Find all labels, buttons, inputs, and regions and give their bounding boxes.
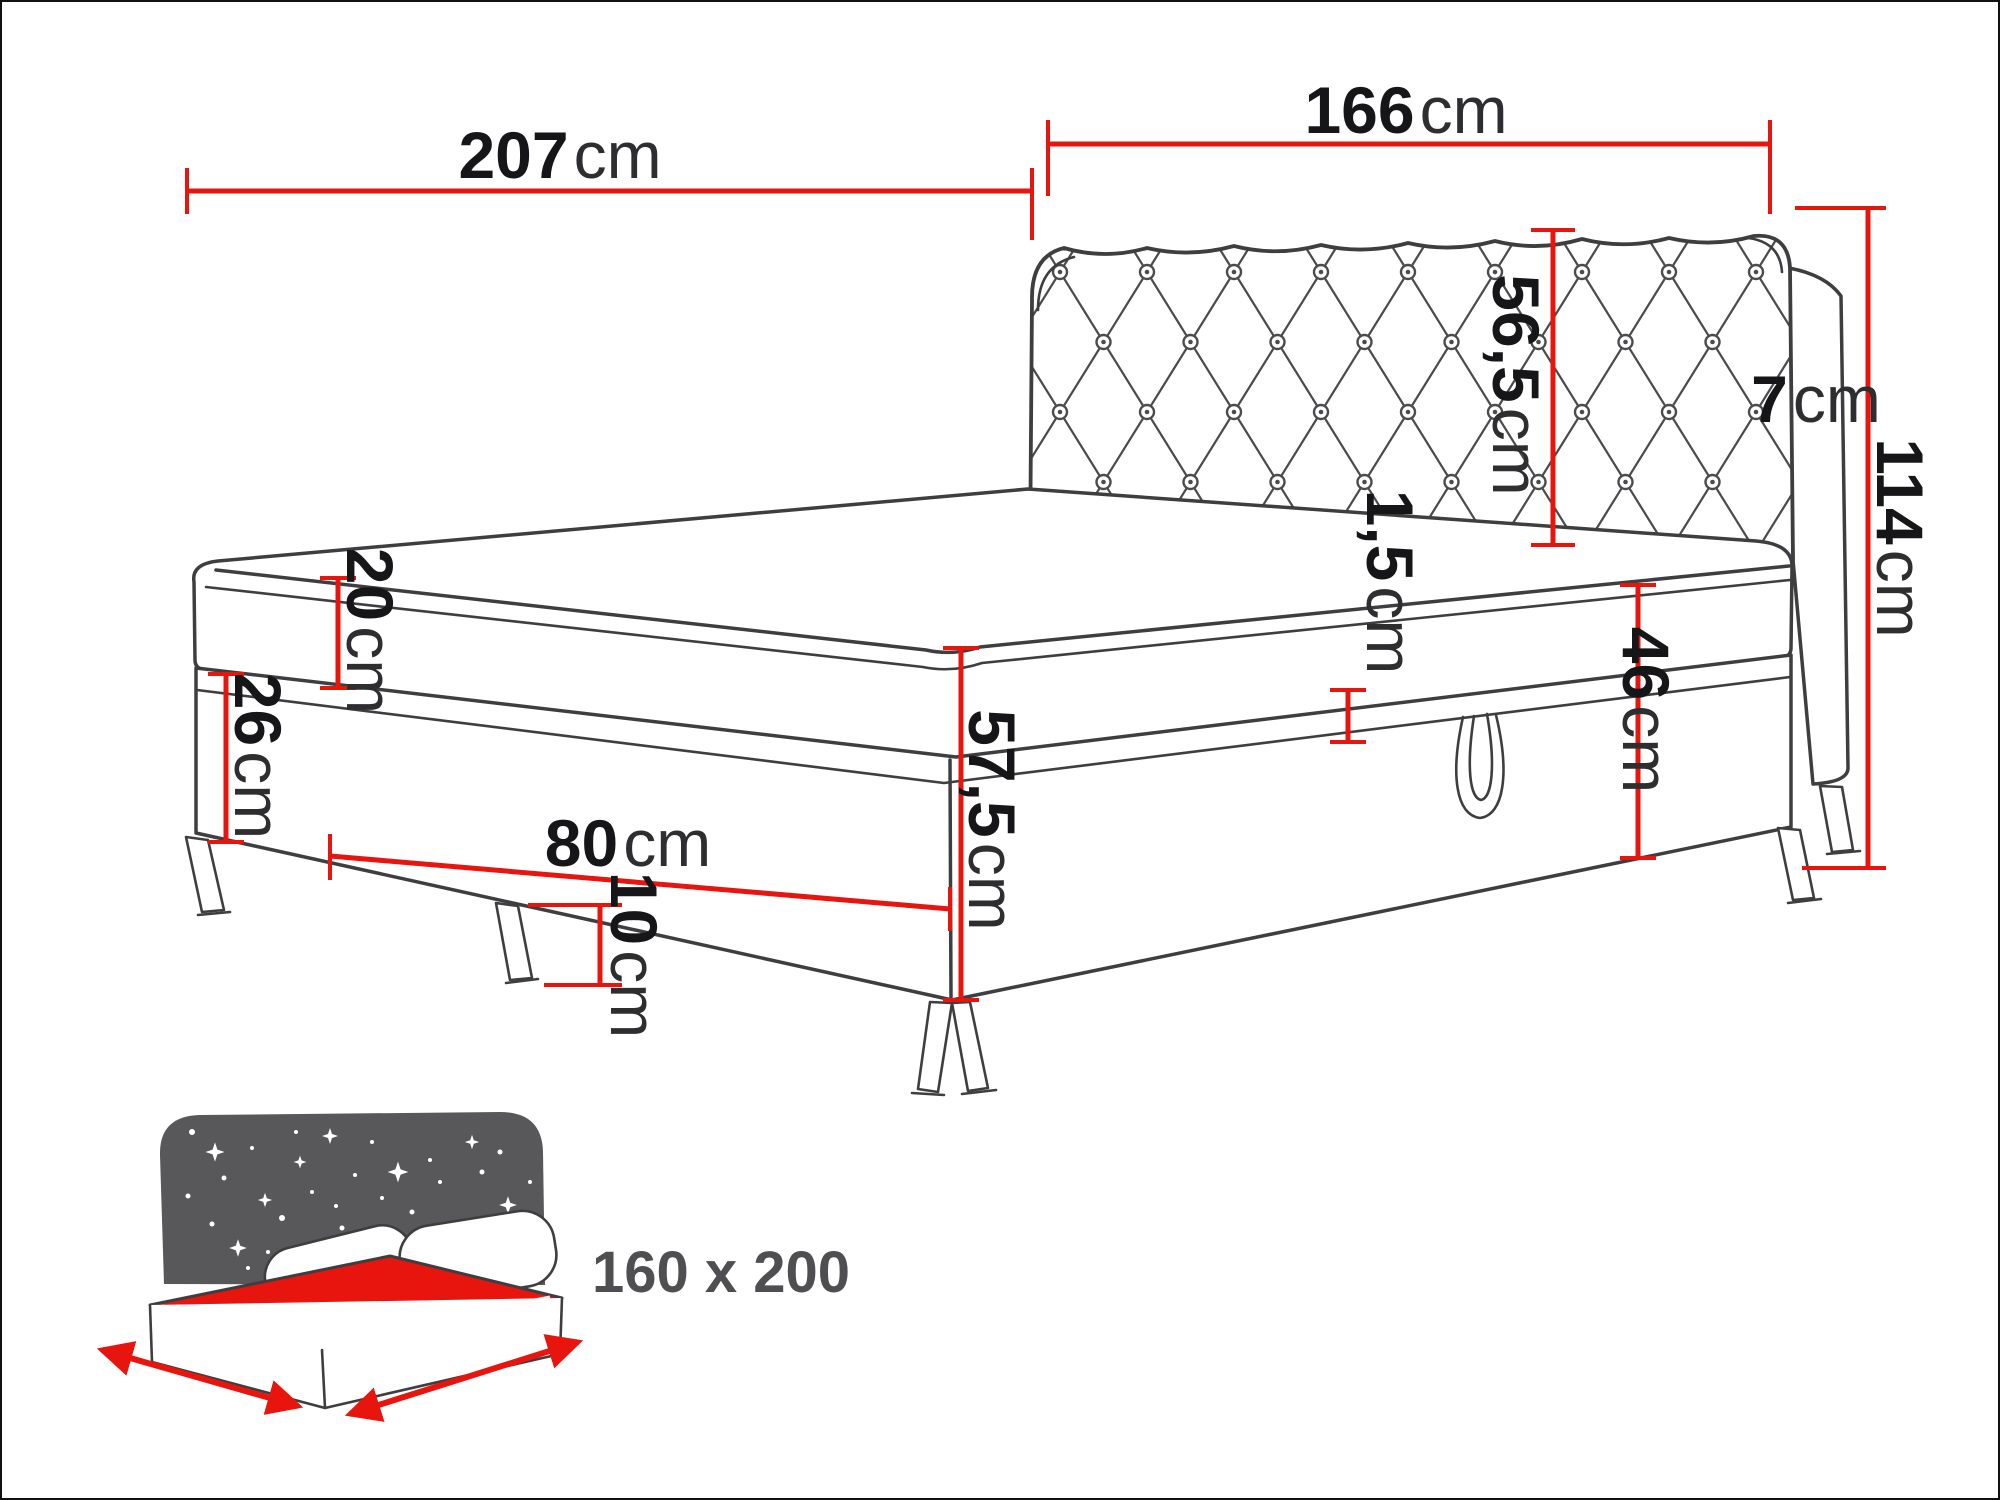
leg-back-right: [1818, 784, 1862, 856]
dimension-storage-width-label: 80cm: [545, 806, 711, 880]
dimension-length: 207cm: [185, 118, 1034, 240]
dimension-topper-height: 1,5cm: [1330, 490, 1427, 744]
dimension-front-height-label: 57,5cm: [955, 709, 1029, 930]
dimension-front-height: 57,5cm: [943, 646, 1029, 1002]
dimension-headboard-height-label: 56,5cm: [1479, 274, 1553, 495]
dimension-headboard-depth-label: 7cm: [1751, 362, 1881, 436]
headboard-roll-left: [1036, 255, 1076, 312]
bed-base: [194, 653, 1793, 1002]
dimension-headboard-height: 56,5cm: [1479, 228, 1575, 547]
dimension-mattress-height: 20cm: [320, 548, 407, 714]
dimension-leg-height-label: 10cm: [597, 872, 671, 1038]
size-label: 160 x 200: [592, 1240, 850, 1305]
dimension-total-height: 114cm: [1795, 206, 1937, 870]
headboard-side-panel: [1787, 266, 1850, 786]
leg-front-right: [1776, 826, 1823, 905]
icon-width-arrow: [96, 1341, 304, 1415]
bed-drawing: [184, 233, 1862, 1097]
dimension-leg-height: 10cm: [528, 872, 671, 1038]
mattress-front-edge: [214, 564, 1791, 655]
bed-legs: [184, 784, 1862, 1097]
dimension-mattress-height-label: 20cm: [333, 548, 407, 714]
headboard-roll-right: [1746, 236, 1784, 274]
base-top-rim: [195, 675, 1792, 785]
icon-base-corner: [320, 1348, 327, 1410]
dimension-base-left-height-label: 26cm: [221, 673, 295, 839]
storage-handle-loop: [1454, 712, 1505, 820]
dimension-storage-width: 80cm: [328, 806, 952, 931]
headboard: [1028, 233, 1795, 562]
icon-stars: [185, 1128, 532, 1270]
dimension-length-label: 207cm: [458, 118, 661, 192]
base-front-corner-edge: [948, 758, 953, 1000]
dimension-total-height-label: 114cm: [1863, 438, 1937, 637]
dimension-base-side-height-label: 46cm: [1609, 627, 1683, 793]
mattress-piping: [204, 578, 1792, 671]
dimension-base-side-height: 46cm: [1609, 583, 1683, 860]
icon-base: [148, 1296, 564, 1410]
dimension-base-left-height: 26cm: [208, 672, 295, 844]
leg-mid-left: [494, 901, 540, 985]
dimension-annotations: 207cm 166cm 114cm 7cm 56,5cm: [185, 73, 1937, 1038]
dimension-width: 166cm: [1046, 73, 1772, 214]
dimension-width-label: 166cm: [1304, 73, 1507, 147]
leg-back-left: [184, 835, 232, 917]
dimension-topper-height-label: 1,5cm: [1353, 490, 1427, 675]
leg-front-center: [910, 1000, 998, 1097]
dimension-headboard-depth: 7cm: [1751, 362, 1881, 436]
icon-length-arrow: [344, 1334, 584, 1422]
size-icon: 160 x 200: [96, 1112, 850, 1422]
